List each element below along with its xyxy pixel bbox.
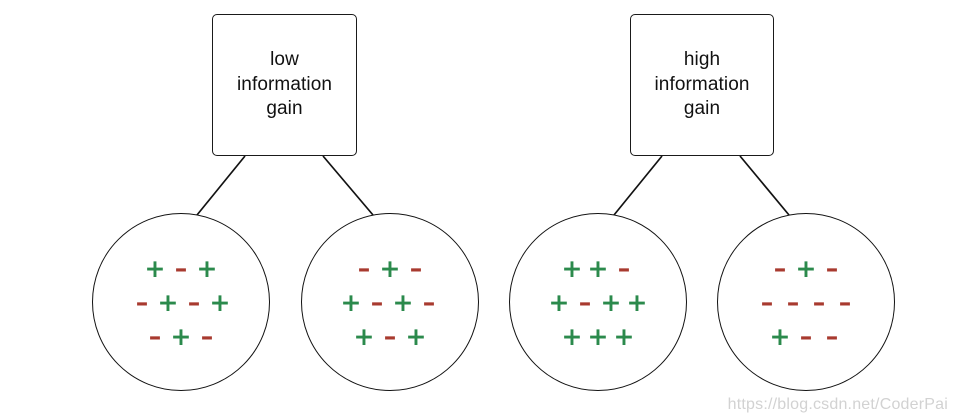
minus-symbol: – — [174, 253, 188, 283]
connector-line — [613, 155, 663, 216]
minus-symbol: – — [187, 287, 201, 317]
plus-symbol: + — [626, 287, 648, 317]
symbol-row: –+– — [767, 251, 845, 285]
symbol-row: +–+ — [142, 251, 220, 285]
minus-symbol: – — [383, 321, 397, 351]
minus-symbol: – — [422, 287, 436, 317]
symbol-row: ++– — [559, 251, 637, 285]
minus-symbol: – — [825, 321, 839, 351]
plus-symbol: + — [353, 321, 375, 351]
plus-symbol: + — [795, 253, 817, 283]
symbol-row: +–+ — [351, 319, 429, 353]
minus-symbol: – — [578, 287, 592, 317]
node-box-high-information-gain[interactable]: high information gain — [630, 14, 774, 156]
plus-symbol: + — [561, 253, 583, 283]
minus-symbol: – — [148, 321, 162, 351]
plus-symbol: + — [405, 321, 427, 351]
watermark-text: https://blog.csdn.net/CoderPai — [727, 396, 948, 413]
plus-symbol: + — [170, 321, 192, 351]
connector-line — [322, 155, 374, 216]
symbol-row: –––– — [754, 285, 858, 319]
plus-symbol: + — [157, 287, 179, 317]
plus-symbol: + — [561, 321, 583, 351]
plus-symbol: + — [196, 253, 218, 283]
connector-line — [739, 155, 790, 216]
plus-symbol: + — [392, 287, 414, 317]
symbol-row: +–+– — [338, 285, 442, 319]
leaf-circle-low-left-leaf[interactable]: +–+–+–+–+– — [92, 213, 270, 391]
plus-symbol: + — [209, 287, 231, 317]
symbol-row: +++ — [559, 319, 637, 353]
minus-symbol: – — [812, 287, 826, 317]
leaf-circle-high-left-leaf[interactable]: ++–+–+++++ — [509, 213, 687, 391]
minus-symbol: – — [357, 253, 371, 283]
minus-symbol: – — [773, 253, 787, 283]
node-box-label: high information gain — [654, 48, 750, 120]
plus-symbol: + — [548, 287, 570, 317]
minus-symbol: – — [370, 287, 384, 317]
plus-symbol: + — [587, 321, 609, 351]
minus-symbol: – — [200, 321, 214, 351]
minus-symbol: – — [799, 321, 813, 351]
node-box-low-information-gain[interactable]: low information gain — [212, 14, 357, 156]
symbol-row: +–– — [767, 319, 845, 353]
plus-symbol: + — [379, 253, 401, 283]
symbol-row: +–++ — [546, 285, 650, 319]
minus-symbol: – — [825, 253, 839, 283]
connector-line — [196, 155, 246, 216]
plus-symbol: + — [613, 321, 635, 351]
symbol-row: –+– — [142, 319, 220, 353]
plus-symbol: + — [144, 253, 166, 283]
minus-symbol: – — [786, 287, 800, 317]
minus-symbol: – — [760, 287, 774, 317]
plus-symbol: + — [600, 287, 622, 317]
leaf-circle-high-right-leaf[interactable]: –+–––––+–– — [717, 213, 895, 391]
symbol-row: –+– — [351, 251, 429, 285]
plus-symbol: + — [587, 253, 609, 283]
minus-symbol: – — [838, 287, 852, 317]
minus-symbol: – — [135, 287, 149, 317]
leaf-circle-low-right-leaf[interactable]: –+–+–+–+–+ — [301, 213, 479, 391]
plus-symbol: + — [340, 287, 362, 317]
minus-symbol: – — [617, 253, 631, 283]
node-box-label: low information gain — [236, 48, 333, 120]
symbol-row: –+–+ — [129, 285, 233, 319]
minus-symbol: – — [409, 253, 423, 283]
plus-symbol: + — [769, 321, 791, 351]
